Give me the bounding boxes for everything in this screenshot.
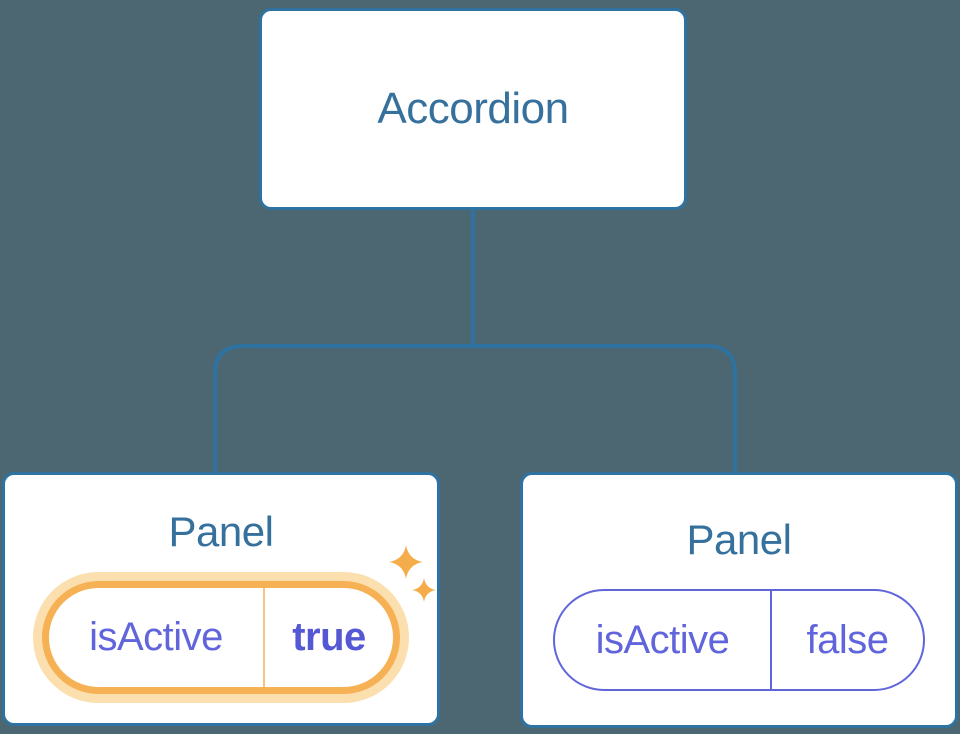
accordion-label: Accordion <box>377 84 569 133</box>
panel-label: Panel <box>168 508 274 555</box>
panel-node-active: Panel isActive true <box>2 472 440 726</box>
state-value-label: true <box>292 615 366 659</box>
state-pill-inactive: isActive false <box>553 589 925 691</box>
panel-label: Panel <box>686 516 792 563</box>
state-key-label: isActive <box>595 617 730 662</box>
connector-branches <box>213 344 737 473</box>
pill-divider <box>263 588 265 687</box>
accordion-node: Accordion <box>259 8 687 210</box>
state-value-label: false <box>806 617 890 662</box>
panel-node-inactive: Panel isActive false <box>520 472 958 728</box>
state-pill-active: isActive true <box>42 581 400 694</box>
state-key-label: isActive <box>89 615 223 659</box>
pill-divider <box>770 591 772 689</box>
